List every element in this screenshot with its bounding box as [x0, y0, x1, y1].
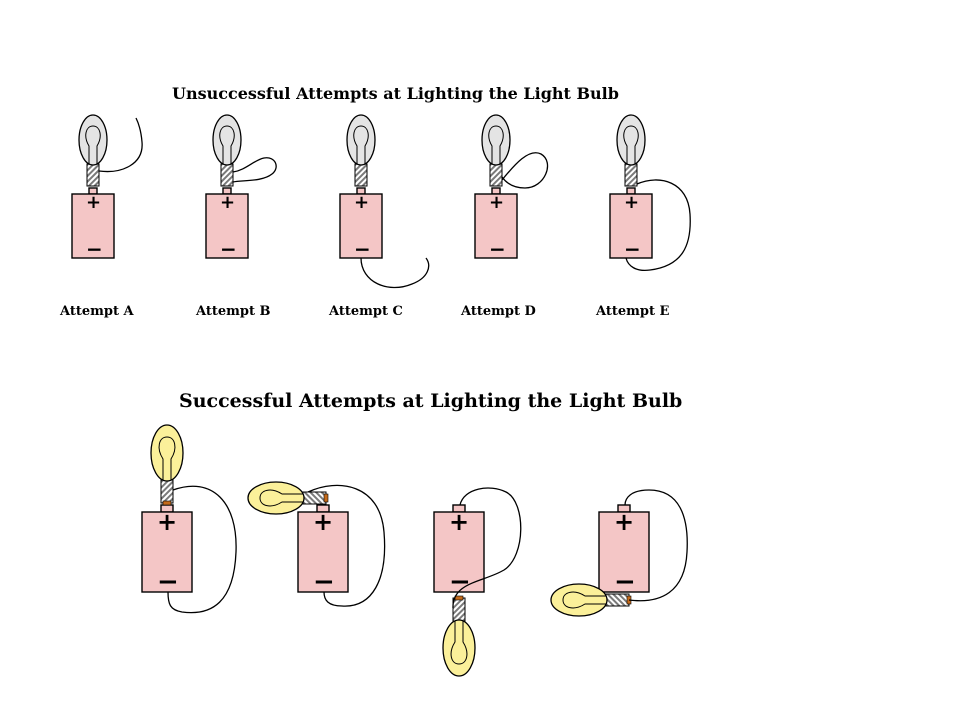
- wire: [625, 179, 691, 272]
- minus-sign: −: [313, 567, 335, 597]
- wire: [98, 117, 143, 173]
- unsuccessful-title: Unsuccessful Attempts at Lighting the Li…: [172, 84, 619, 103]
- plus-sign: +: [614, 508, 634, 536]
- successful-circuit-3: + −: [433, 487, 522, 677]
- minus-sign: −: [624, 237, 641, 261]
- minus-sign: −: [449, 567, 471, 597]
- plus-sign: +: [624, 192, 639, 213]
- attempt-c-figure: + −: [339, 114, 430, 289]
- wire: [167, 485, 237, 614]
- wire: [232, 157, 277, 183]
- attempt-a-figure: + −: [71, 114, 143, 261]
- minus-sign: −: [220, 237, 237, 261]
- light-bulb-icon: [212, 114, 242, 187]
- wire: [307, 484, 386, 607]
- attempt-d-figure: + −: [474, 114, 549, 261]
- plus-sign: +: [86, 192, 101, 213]
- plus-sign: +: [157, 508, 177, 536]
- wire: [452, 487, 522, 609]
- attempt-a-label: Attempt A: [59, 304, 135, 319]
- attempt-b-figure: + −: [205, 114, 277, 261]
- light-bulb-icon: [150, 424, 184, 506]
- wire: [360, 257, 430, 289]
- wire: [501, 152, 549, 189]
- plus-sign: +: [489, 192, 504, 213]
- wire: [624, 489, 688, 602]
- successful-circuit-2: + −: [247, 481, 386, 607]
- minus-sign: −: [157, 567, 179, 597]
- attempt-e-figure: + −: [609, 114, 691, 272]
- minus-sign: −: [614, 567, 636, 597]
- attempt-e-label: Attempt E: [595, 304, 670, 319]
- light-bulb-icon: [616, 114, 646, 187]
- minus-sign: −: [489, 237, 506, 261]
- light-bulb-icon: [442, 595, 476, 677]
- attempt-b-label: Attempt B: [195, 304, 271, 319]
- attempt-d-label: Attempt D: [460, 304, 536, 319]
- minus-sign: −: [86, 237, 103, 261]
- successful-title: Successful Attempts at Lighting the Ligh…: [179, 390, 682, 412]
- minus-sign: −: [354, 237, 371, 261]
- plus-sign: +: [354, 192, 369, 213]
- light-bulb-icon: [78, 114, 108, 187]
- light-bulb-icon: [346, 114, 376, 187]
- plus-sign: +: [313, 508, 333, 536]
- plus-sign: +: [220, 192, 235, 213]
- attempt-c-label: Attempt C: [328, 304, 403, 319]
- successful-circuit-4: + −: [550, 489, 688, 617]
- plus-sign: +: [449, 508, 469, 536]
- successful-circuit-1: + −: [141, 424, 237, 614]
